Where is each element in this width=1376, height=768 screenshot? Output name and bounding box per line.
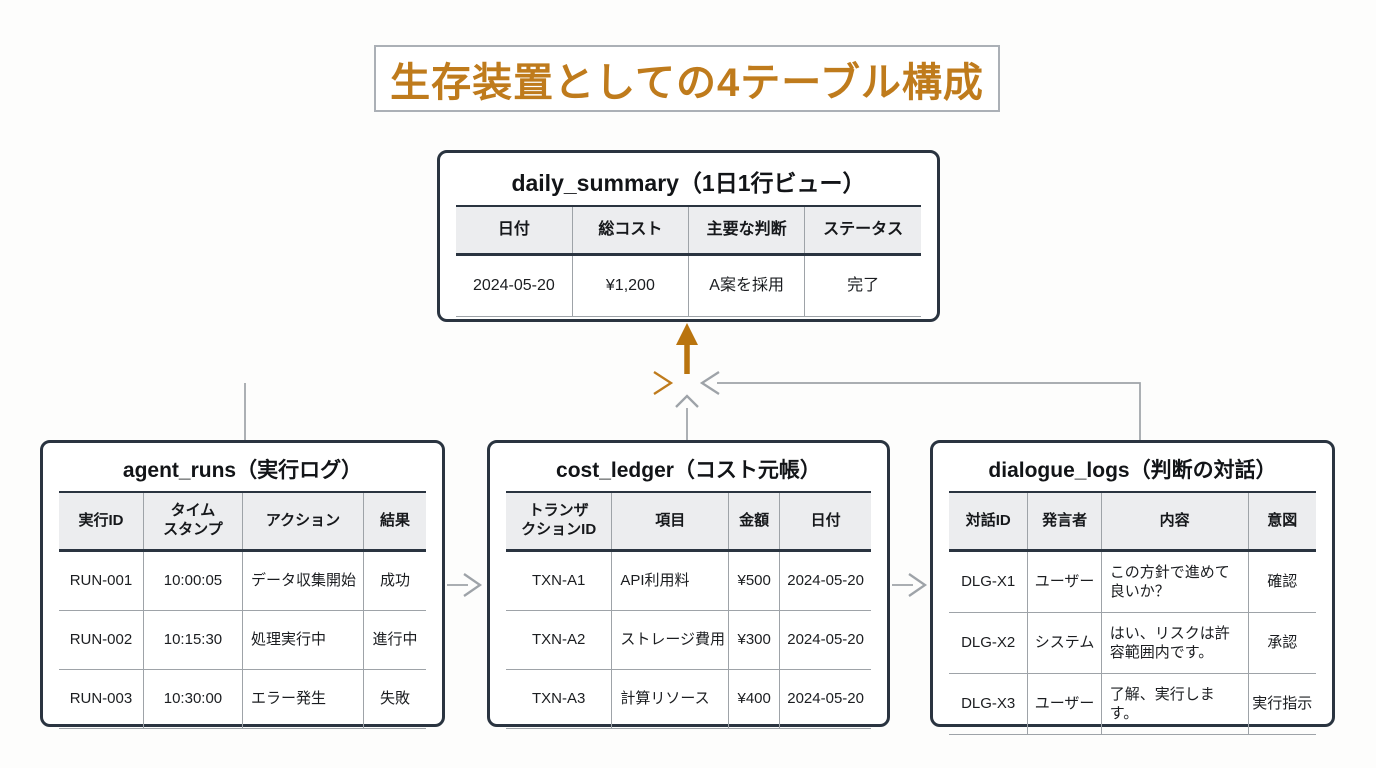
table-cell: RUN-002 bbox=[59, 610, 144, 670]
column-header-date: 日付 bbox=[456, 205, 573, 256]
table-row: 2024-05-20 ¥1,200 A案を採用 完了 bbox=[456, 254, 921, 317]
table-row: DLG-X1 ユーザー この方針で進めて 良いか？ 確認 bbox=[949, 550, 1316, 613]
agent-runs-heading: agent_runs（実行ログ） bbox=[122, 459, 363, 482]
column-header-result: 結果 bbox=[363, 491, 426, 552]
table-cell: TXN-A3 bbox=[506, 669, 612, 729]
column-header-run-id: 実行ID bbox=[59, 491, 144, 552]
table-row: TXN-A3 計算リソース ¥400 2024-05-20 bbox=[506, 669, 871, 729]
table-cell: 10:30:00 bbox=[142, 669, 243, 729]
table-cell: ユーザー bbox=[1027, 673, 1102, 735]
column-header-intent: 意図 bbox=[1247, 491, 1316, 552]
dialogue-logs-heading: dialogue_logs（判断の対話） bbox=[988, 459, 1277, 482]
column-header-speaker: 発言者 bbox=[1027, 491, 1102, 552]
table-cell: ユーザー bbox=[1027, 550, 1102, 613]
header-row: 実行ID タイム スタンプ アクション 結果 bbox=[59, 491, 426, 552]
table-cell: 2024-05-20 bbox=[779, 669, 871, 729]
table-cell: RUN-001 bbox=[59, 550, 144, 611]
table-cell: 承認 bbox=[1247, 612, 1316, 674]
table-cell: ストレージ費用 bbox=[611, 610, 729, 670]
column-header-status: ステータス bbox=[804, 205, 921, 256]
table-cell: 実行指示 bbox=[1247, 673, 1316, 735]
table-cell: 確認 bbox=[1247, 550, 1316, 613]
arrow-cost-ledger-to-summary bbox=[675, 394, 699, 440]
table-cell: ¥1,200 bbox=[571, 254, 689, 317]
table-cell: エラー発生 bbox=[241, 669, 364, 729]
header-row: 対話ID 発言者 内容 意図 bbox=[949, 491, 1316, 552]
column-header-action: アクション bbox=[241, 491, 364, 552]
table-cell: この方針で進めて 良いか？ bbox=[1100, 550, 1249, 613]
table-row: RUN-002 10:15:30 処理実行中 進行中 bbox=[59, 610, 426, 670]
table-cell: 了解、実行しま す。 bbox=[1100, 673, 1249, 735]
table-row: DLG-X2 システム はい、リスクは許 容範囲内です。 承認 bbox=[949, 612, 1316, 674]
table-cell: 2024-05-20 bbox=[779, 610, 871, 670]
table-cell: システム bbox=[1027, 612, 1102, 674]
dialogue-logs-table: 対話ID 発言者 内容 意図 DLG-X1 ユーザー この方針で進めて 良いか？… bbox=[949, 491, 1316, 735]
daily-summary-table: 日付 総コスト 主要な判断 ステータス 2024-05-20 ¥1,200 A案… bbox=[456, 205, 921, 317]
column-header-key-decision: 主要な判断 bbox=[687, 205, 805, 256]
table-cell: DLG-X3 bbox=[949, 673, 1028, 735]
table-cell: ¥400 bbox=[728, 669, 780, 729]
arrow-main-to-daily-summary bbox=[676, 323, 698, 374]
arrow-agent-runs-to-cost-ledger bbox=[447, 573, 483, 597]
table-cell: 10:00:05 bbox=[142, 550, 243, 611]
column-header-content: 内容 bbox=[1100, 491, 1249, 552]
daily-summary-heading: daily_summary（1日1行ビュー） bbox=[511, 170, 866, 196]
column-header-date: 日付 bbox=[779, 491, 871, 552]
column-header-transaction-id: トランザ クションID bbox=[506, 491, 612, 552]
table-row: RUN-003 10:30:00 エラー発生 失敗 bbox=[59, 669, 426, 729]
table-cell: はい、リスクは許 容範囲内です。 bbox=[1100, 612, 1249, 674]
column-header-timestamp: タイム スタンプ bbox=[142, 491, 243, 552]
table-cell: 2024-05-20 bbox=[456, 254, 573, 317]
column-header-total-cost: 総コスト bbox=[571, 205, 689, 256]
table-row: DLG-X3 ユーザー 了解、実行しま す。 実行指示 bbox=[949, 673, 1316, 735]
cost-ledger-heading: cost_ledger（コスト元帳） bbox=[556, 459, 821, 482]
table-card-dialogue-logs: dialogue_logs（判断の対話） 対話ID 発言者 内容 意図 DLG-… bbox=[930, 440, 1335, 735]
table-cell: 計算リソース bbox=[611, 669, 729, 729]
table-row: TXN-A1 API利用料 ¥500 2024-05-20 bbox=[506, 550, 871, 611]
table-cell: 成功 bbox=[363, 550, 426, 611]
arrow-cost-ledger-to-dialogue-logs bbox=[892, 573, 928, 597]
table-cell: 10:15:30 bbox=[142, 610, 243, 670]
table-cell: API利用料 bbox=[611, 550, 729, 611]
header-row: 日付 総コスト 主要な判断 ステータス bbox=[456, 205, 921, 256]
table-cell: TXN-A2 bbox=[506, 610, 612, 670]
arrow-dialogue-logs-to-summary bbox=[699, 371, 1141, 440]
column-header-dialogue-id: 対話ID bbox=[949, 491, 1028, 552]
table-row: RUN-001 10:00:05 データ収集開始 成功 bbox=[59, 550, 426, 611]
table-cell: ¥300 bbox=[728, 610, 780, 670]
table-cell: A案を採用 bbox=[687, 254, 805, 317]
table-cell: 2024-05-20 bbox=[779, 550, 871, 611]
table-cell: データ収集開始 bbox=[241, 550, 364, 611]
arrow-agent-runs-to-summary bbox=[244, 371, 674, 440]
header-row: トランザ クションID 項目 金額 日付 bbox=[506, 491, 871, 552]
table-card-cost-ledger: cost_ledger（コスト元帳） トランザ クションID 項目 金額 日付 … bbox=[487, 440, 890, 729]
table-cell: 進行中 bbox=[363, 610, 426, 670]
table-cell: TXN-A1 bbox=[506, 550, 612, 611]
table-cell: 処理実行中 bbox=[241, 610, 364, 670]
agent-runs-table: 実行ID タイム スタンプ アクション 結果 RUN-001 10:00:05 … bbox=[59, 491, 426, 729]
table-cell: RUN-003 bbox=[59, 669, 144, 729]
table-cell: DLG-X2 bbox=[949, 612, 1028, 674]
table-cell: 完了 bbox=[804, 254, 921, 317]
table-cell: DLG-X1 bbox=[949, 550, 1028, 613]
table-row: TXN-A2 ストレージ費用 ¥300 2024-05-20 bbox=[506, 610, 871, 670]
table-card-daily-summary: daily_summary（1日1行ビュー） 日付 総コスト 主要な判断 ステー… bbox=[437, 150, 940, 322]
cost-ledger-table: トランザ クションID 項目 金額 日付 TXN-A1 API利用料 ¥500 … bbox=[506, 491, 871, 729]
column-header-item: 項目 bbox=[611, 491, 729, 552]
table-cell: 失敗 bbox=[363, 669, 426, 729]
column-header-amount: 金額 bbox=[728, 491, 780, 552]
table-cell: ¥500 bbox=[728, 550, 780, 611]
diagram-title: 生存装置としての4テーブル構成 bbox=[390, 60, 984, 105]
table-card-agent-runs: agent_runs（実行ログ） 実行ID タイム スタンプ アクション 結果 … bbox=[40, 440, 445, 729]
diagram-title-box: 生存装置としての4テーブル構成 bbox=[374, 45, 1000, 112]
